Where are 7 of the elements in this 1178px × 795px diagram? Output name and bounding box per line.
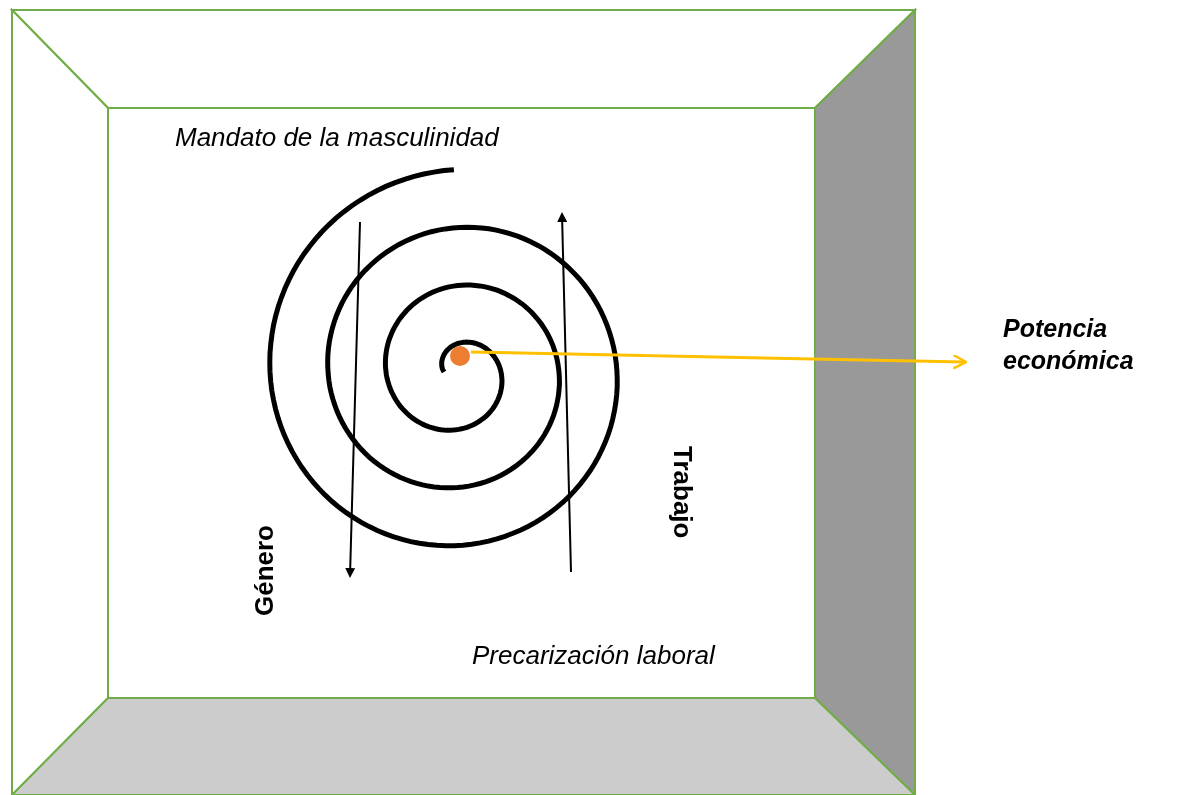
dot-marker — [450, 346, 470, 366]
footer-text: Precarización laboral — [472, 640, 715, 671]
axis-label: Trabajo — [666, 446, 698, 539]
arrow — [470, 350, 968, 370]
heading-text: Mandato de la masculinidad — [175, 122, 499, 153]
callout-label: Potencia económica — [1003, 312, 1173, 376]
axis-label: Género — [248, 524, 280, 616]
